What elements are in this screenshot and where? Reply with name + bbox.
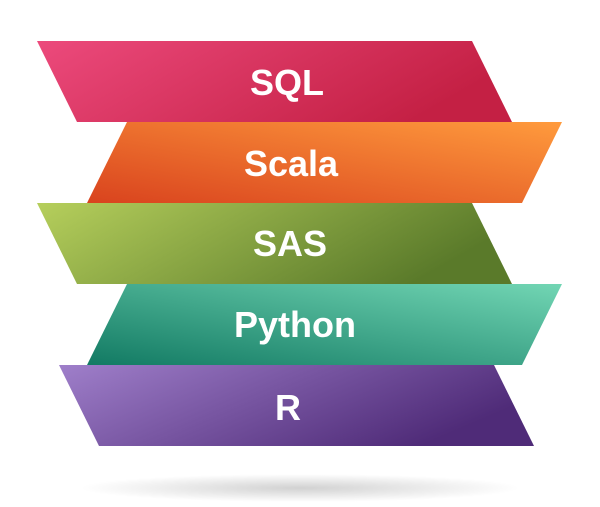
band-sql-shape [37, 41, 512, 122]
band-sas: SAS [37, 203, 512, 284]
band-r-shape [59, 365, 534, 446]
band-r-label: R [275, 387, 301, 428]
band-sas-shape [37, 203, 512, 284]
band-python-label: Python [234, 304, 356, 345]
band-python: Python [87, 284, 562, 365]
floor-shadow [80, 474, 520, 502]
band-scala-label: Scala [244, 143, 339, 184]
band-sql-label: SQL [250, 62, 324, 103]
band-sql: SQL [37, 41, 512, 122]
band-scala: Scala [87, 122, 562, 203]
band-r: R [59, 365, 534, 446]
band-sas-label: SAS [253, 223, 327, 264]
band-python-shape [87, 284, 562, 365]
band-scala-shape [87, 122, 562, 203]
